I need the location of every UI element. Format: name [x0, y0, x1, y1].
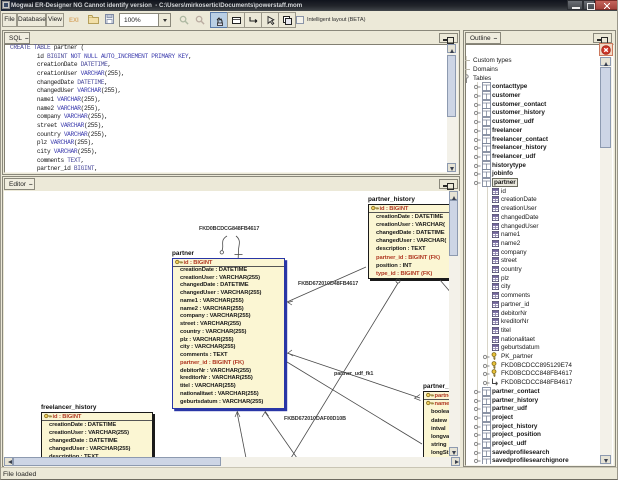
svg-text:EXI: EXI — [69, 18, 79, 24]
